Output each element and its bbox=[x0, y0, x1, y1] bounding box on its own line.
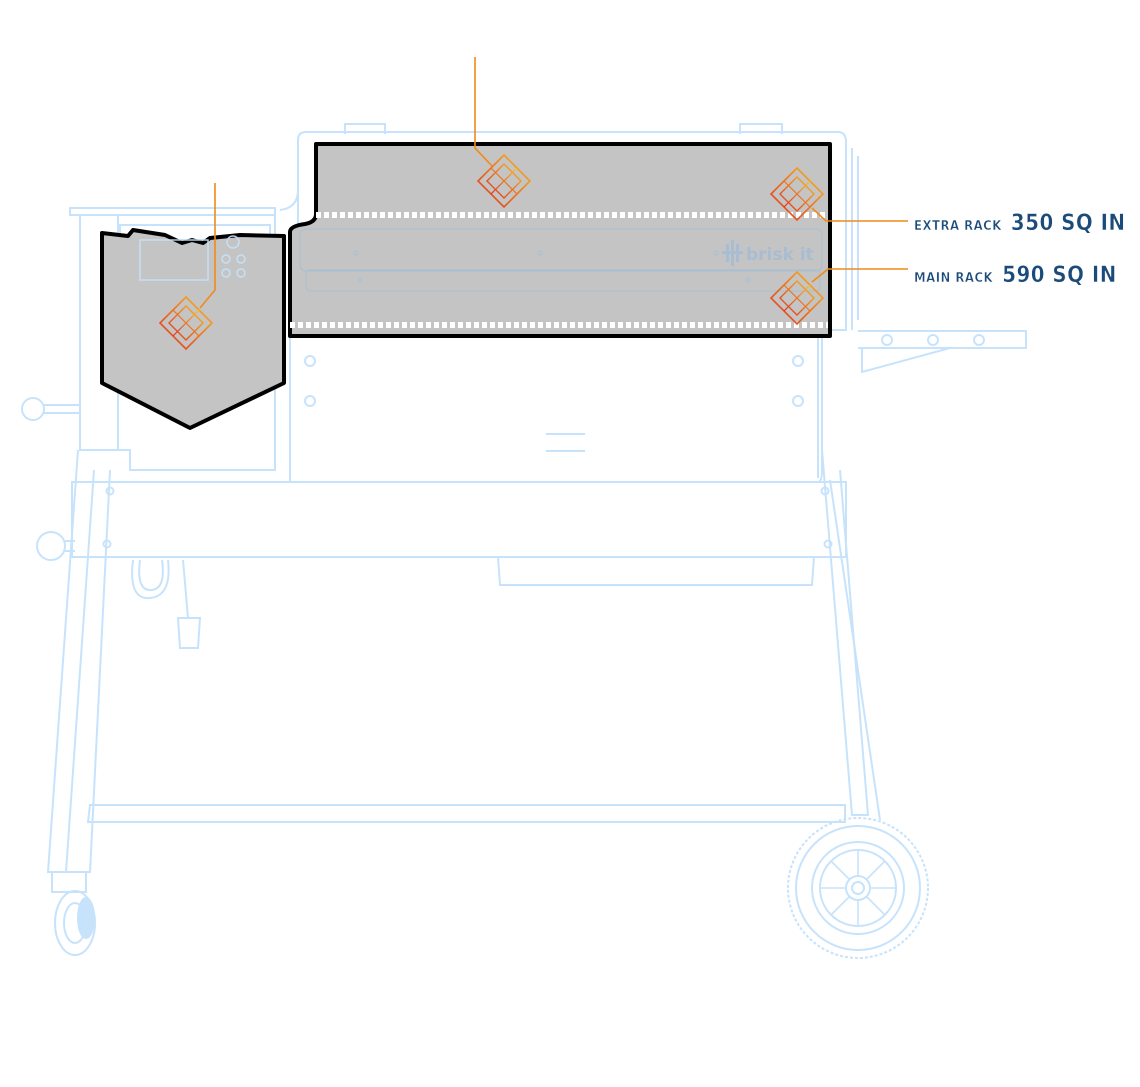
callout-main-rack: MAIN RACK 590 SQ IN bbox=[914, 263, 1117, 288]
callout-main-rack-name: MAIN RACK bbox=[914, 271, 994, 286]
sensor-leaders bbox=[199, 57, 908, 309]
callout-extra-rack-value: 350 SQ IN bbox=[1011, 211, 1126, 236]
callout-extra-rack: EXTRA RACK 350 SQ IN bbox=[914, 211, 1126, 236]
lid-outline bbox=[297, 131, 847, 331]
callout-main-rack-value: 590 SQ IN bbox=[1002, 263, 1117, 288]
brand-logo: brisk it bbox=[722, 240, 814, 266]
svg-text:MAIN RACK 590 SQ IN: MAIN RACK 590 SQ IN bbox=[914, 263, 1117, 288]
svg-text:EXTRA RACK 350 SQ IN: EXTRA RACK 350 SQ IN bbox=[914, 211, 1126, 236]
grill-outline bbox=[21, 123, 1027, 959]
hopper-detail bbox=[139, 235, 246, 281]
cooking-chamber-zone bbox=[288, 142, 832, 338]
callout-extra-rack-name: EXTRA RACK bbox=[914, 219, 1002, 234]
hopper-zone bbox=[100, 228, 286, 430]
rack-lines bbox=[290, 212, 828, 328]
brand-logo-text: brisk it bbox=[746, 245, 814, 265]
